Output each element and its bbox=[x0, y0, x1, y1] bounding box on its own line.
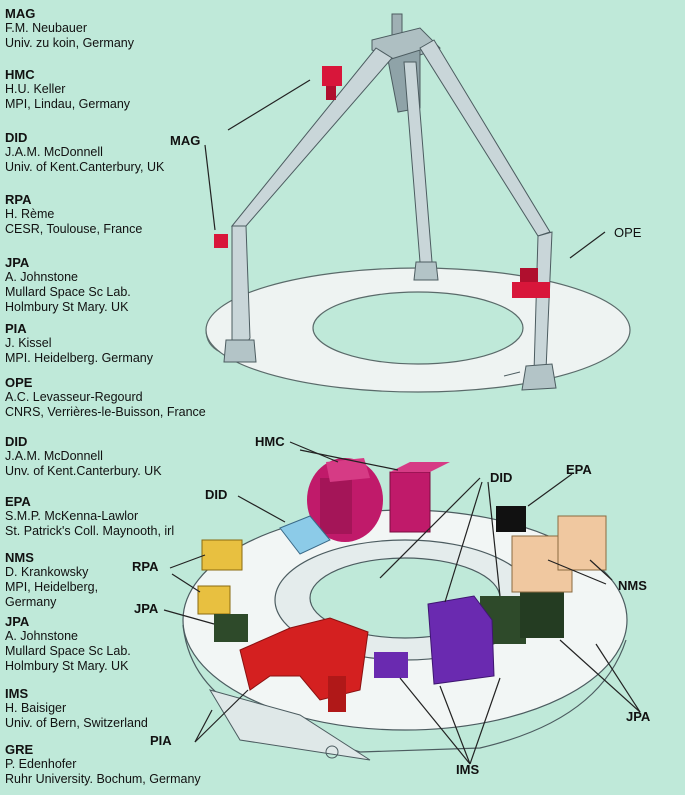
credit-line: Univ. of Bern, Switzerland bbox=[5, 716, 148, 730]
ims-instrument bbox=[374, 595, 495, 685]
rpa-instrument bbox=[197, 539, 243, 615]
credit-code: OPE bbox=[5, 375, 33, 390]
credit-line: A. Johnstone bbox=[5, 270, 78, 284]
hmc-instrument bbox=[307, 458, 450, 542]
did-instrument bbox=[279, 515, 331, 555]
label-rpa: RPA bbox=[132, 559, 159, 574]
credit-line: J.A.M. McDonnell bbox=[5, 449, 103, 463]
credit-code: PIA bbox=[5, 321, 27, 336]
credit-code: GRE bbox=[5, 742, 34, 757]
credit-line: H. Rème bbox=[5, 207, 55, 221]
mag-sensors bbox=[214, 66, 550, 298]
label-hmc: HMC bbox=[255, 434, 285, 449]
credit-code: HMC bbox=[5, 67, 35, 82]
pia-instrument bbox=[239, 617, 369, 712]
credit-code: MAG bbox=[5, 6, 36, 21]
credit-line: H.U. Keller bbox=[5, 82, 66, 96]
label-jpa-right: JPA bbox=[626, 709, 651, 724]
nms-instrument bbox=[511, 515, 607, 593]
credit-code: JPA bbox=[5, 614, 30, 629]
credit-line: Germany bbox=[5, 595, 57, 609]
label-nms: NMS bbox=[618, 578, 647, 593]
credit-code: JPA bbox=[5, 255, 30, 270]
label-ope: OPE bbox=[614, 225, 642, 240]
label-mag: MAG bbox=[170, 133, 201, 148]
credit-line: D. Krankowsky bbox=[5, 565, 89, 579]
credit-line: H. Baisiger bbox=[5, 701, 67, 715]
credit-code: NMS bbox=[5, 550, 34, 565]
credit-line: Ruhr University. Bochum, Germany bbox=[5, 772, 201, 786]
credit-line: MPI, Heidelberg, bbox=[5, 580, 99, 594]
credit-line: CNRS, Verrières-le-Buisson, France bbox=[5, 405, 206, 419]
credit-line: S.M.P. McKenna-Lawlor bbox=[5, 509, 139, 523]
credit-line: MPI. Heidelberg. Germany bbox=[5, 351, 153, 365]
credit-code: DID bbox=[5, 434, 28, 449]
credit-line: A.C. Levasseur-Regourd bbox=[5, 390, 143, 404]
credit-line: Unv. of Kent.Canterbury. UK bbox=[5, 464, 162, 478]
credit-line: A. Johnstone bbox=[5, 629, 78, 643]
credit-line: Holmbury St Mary. UK bbox=[5, 300, 129, 314]
credit-line: J. Kissel bbox=[5, 336, 52, 350]
label-epa: EPA bbox=[566, 462, 592, 477]
epa-instrument bbox=[496, 506, 526, 532]
label-pia: PIA bbox=[150, 733, 172, 748]
credit-line: Univ. of Kent.Canterbury, UK bbox=[5, 160, 165, 174]
credit-line: Mullard Space Sc Lab. bbox=[5, 644, 131, 658]
credit-line: St. Patrick's Coll. Maynooth, irl bbox=[5, 524, 175, 538]
ope-platform bbox=[205, 267, 631, 393]
credit-line: P. Edenhofer bbox=[5, 757, 77, 771]
credit-code: DID bbox=[5, 130, 28, 145]
label-did-right: DID bbox=[490, 470, 513, 485]
credit-code: IMS bbox=[5, 686, 29, 701]
credit-line: Univ. zu koin, Germany bbox=[5, 36, 134, 50]
credit-line: CESR, Toulouse, France bbox=[5, 222, 143, 236]
credit-code: RPA bbox=[5, 192, 32, 207]
credit-line: MPI, Lindau, Germany bbox=[5, 97, 131, 111]
credit-line: Holmbury St Mary. UK bbox=[5, 659, 129, 673]
label-did-left: DID bbox=[205, 487, 228, 502]
credit-line: F.M. Neubauer bbox=[5, 21, 87, 35]
credit-line: Mullard Space Sc Lab. bbox=[5, 285, 131, 299]
tripod-boom bbox=[223, 13, 557, 391]
leader-lines bbox=[163, 79, 641, 765]
label-ims: IMS bbox=[456, 762, 480, 777]
credit-line: J.A.M. McDonnell bbox=[5, 145, 103, 159]
label-jpa-left: JPA bbox=[134, 601, 159, 616]
credit-code: EPA bbox=[5, 494, 31, 509]
